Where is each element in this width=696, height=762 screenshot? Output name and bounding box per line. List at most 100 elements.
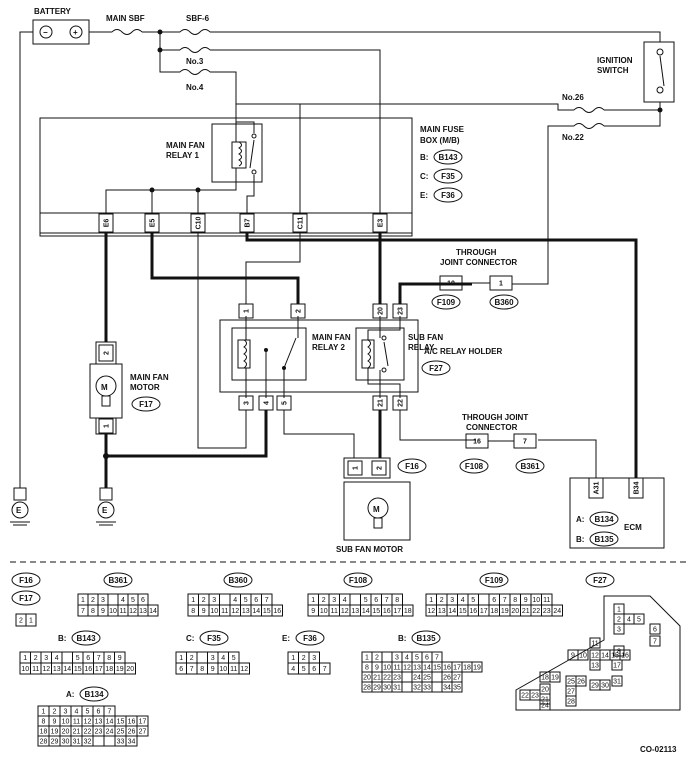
main-motor-pin-2: 2 [98,344,114,362]
fuse-no22-label: No.22 [562,133,584,142]
ecm-pin-B34-label: B34 [634,481,641,494]
legend-f108-grid-pin-8: 8 [395,597,399,604]
legend-f109-grid-pin-23: 23 [543,608,551,615]
relay-holder-pin-3-label: 3 [244,401,251,405]
legend-b143-grid-pin-5: 5 [76,655,80,662]
legend-b143-grid-pin-14: 14 [63,666,71,673]
legend-b360-grid-pin-14: 14 [252,608,260,615]
legend-b134-grid-pin-5: 5 [86,709,90,716]
ground-icon: E [16,506,22,515]
relay-holder-code-text: F27 [429,364,443,373]
relay-holder-pin-21: 21 [372,395,388,411]
fuse-box-ref-0-prefix: B: [420,153,428,162]
legend-b134-ref: A:B134 [66,686,109,702]
sub-fan-relay-label-2: RELAY [408,343,435,352]
legend-b360-text: B360 [228,576,248,585]
legend-f108-grid-pin-15: 15 [372,608,380,615]
legend-f27-pin-6: 6 [653,627,657,634]
legend-f109-grid-pin-3: 3 [450,597,454,604]
relay-holder-pin-20-label: 20 [378,307,385,315]
f27-outline [515,595,681,711]
legend-b135-grid-pin-26: 26 [443,675,451,682]
legend-b143-ref: B: B143 [58,630,101,646]
fuse-box-ref-0-code: B143 [433,149,463,165]
legend-b135-grid-pin-3: 3 [395,655,399,662]
ground-1: E [10,487,30,526]
legend-b134-grid-pin-10: 10 [62,719,70,726]
battery-plus-icon: + [73,28,78,37]
legend-b135-grid-pin-9: 9 [375,665,379,672]
fuse-box-ref-1-prefix: C: [420,172,428,181]
legend-f16-f17-grid-pin-2: 2 [19,618,23,625]
legend-f109-grid-pin-5: 5 [471,597,475,604]
legend-b135-grid-pin-1: 1 [365,655,369,662]
legend-f109-grid-pin-1: 1 [429,597,433,604]
relay-holder-pin-20: 20 [372,303,388,319]
legend-f27-pin-22: 22 [521,693,529,700]
legend-f27-pin-30: 30 [601,683,609,690]
legend-f35-grid-pin-2: 2 [190,655,194,662]
legend-b135-grid-pin-14: 14 [423,665,431,672]
legend-b360-grid-pin-11: 11 [221,608,228,615]
legend-f36-grid-pin-3: 3 [312,655,316,662]
legend-b134-grid-pin-7: 7 [108,709,112,716]
main-fan-relay1-label-2: RELAY 1 [166,151,199,160]
legend-b134-grid-pin-22: 22 [84,729,92,736]
legend-b143-grid-pin-4: 4 [55,655,59,662]
legend-b134-grid-pin-3: 3 [64,709,68,716]
main-fan-relay2-label-1: MAIN FAN [312,333,351,342]
fuse-box-pin-C11-label: C11 [298,217,305,230]
tjc-top-label-1: THROUGH [456,248,497,257]
ignition-switch-label-2: SWITCH [597,66,629,75]
sub-motor-pin-2: 2 [371,460,387,476]
main-motor-pin-1: 1 [98,418,114,434]
legend-f36-grid-pin-5: 5 [302,666,306,673]
legend-f109-grid-pin-4: 4 [461,597,465,604]
fuse-box-ref-2-code: F36 [433,187,463,203]
legend-f36-grid-pin-7: 7 [323,666,327,673]
relay-holder-pin-2-label: 2 [296,309,303,313]
battery-minus-icon: − [43,28,48,37]
legend-f27-pin-4: 4 [627,617,631,624]
legend-f36-grid-pin-1: 1 [291,655,295,662]
fuse-box-pin-E6-label: E6 [104,219,111,228]
legend-f109-grid-pin-22: 22 [532,608,540,615]
legend-b361-grid-pin-1: 1 [81,597,85,604]
tjc-bottom-label-1: THROUGH JOINT [462,413,528,422]
tjc-top-pin-1-label: 1 [499,281,503,288]
legend-f27-pin-2: 2 [617,617,621,624]
legend-b134-grid-pin-16: 16 [128,719,136,726]
legend-b143-ref-code-text: B143 [76,634,96,643]
relay-holder-pin-4-label: 4 [264,401,271,405]
main-fan-relay-2: MAIN FAN RELAY 2 [231,327,351,381]
legend-b134-grid-pin-24: 24 [106,729,114,736]
legend-b134-grid-pin-17: 17 [139,719,147,726]
legend-b143-ref-code: B143 [71,630,101,646]
legend-b361-text: B361 [108,576,128,585]
legend-b135-grid-pin-6: 6 [425,655,429,662]
sbf6-label: SBF-6 [186,14,210,23]
ecm-label: ECM [624,523,642,532]
legend-f36-ref-code: F36 [295,630,325,646]
legend-f35-grid-pin-9: 9 [211,666,215,673]
legend-f27-pin-12: 12 [591,653,599,660]
fuse-box-pin-C10-label: C10 [196,216,203,229]
ecm-ref-1: B:B135 [576,531,619,547]
fuse-box-ref-2-prefix: E: [420,191,428,200]
legend-b135-grid-pin-13: 13 [413,665,421,672]
legend-b143-ref-prefix: B: [58,634,66,643]
tjc-top-left-code-text: F109 [437,298,456,307]
legend-f27-pin-28: 28 [567,699,575,706]
legend-b135-grid-pin-23: 23 [393,675,401,682]
legend-b360-grid-pin-15: 15 [263,608,271,615]
relay-holder-pin-22-label: 22 [398,399,405,407]
legend-b135-grid-pin-21: 21 [373,675,381,682]
ecm-ref-0-code-text: B134 [594,515,614,524]
legend-f109-grid-pin-19: 19 [501,608,509,615]
legend-f109-grid-pin-21: 21 [522,608,530,615]
ecm-ref-1-code: B135 [589,531,619,547]
